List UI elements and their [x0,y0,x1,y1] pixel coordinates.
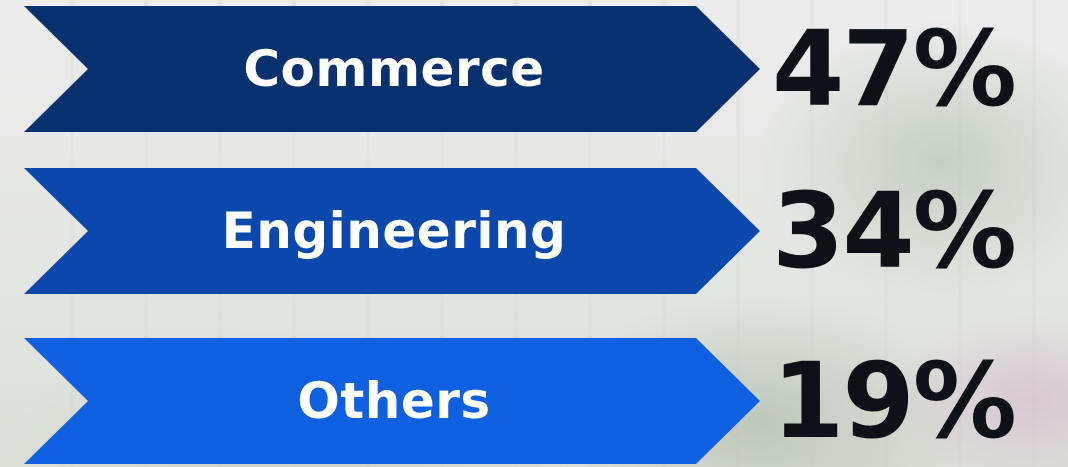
category-arrow-fill-others [24,338,760,464]
chevron-arrow-shape [24,6,760,132]
category-arrow-fill-commerce [24,6,760,132]
category-value-commerce: 47% [772,8,1017,130]
category-arrow-others: Others [24,338,760,464]
category-label-others: Others [297,372,491,430]
category-row-engineering: Engineering 34% [0,168,1068,294]
category-value-others: 19% [772,340,1017,462]
category-arrow-engineering: Engineering [24,168,760,294]
category-row-commerce: Commerce 47% [0,6,1068,132]
category-arrow-fill-engineering [24,168,760,294]
chevron-arrow-shape [24,168,760,294]
chevron-arrow-shape [24,338,760,464]
category-value-engineering: 34% [772,170,1017,292]
category-label-commerce: Commerce [243,40,545,98]
category-arrow-commerce: Commerce [24,6,760,132]
category-label-engineering: Engineering [221,202,567,260]
category-row-others: Others 19% [0,338,1068,464]
